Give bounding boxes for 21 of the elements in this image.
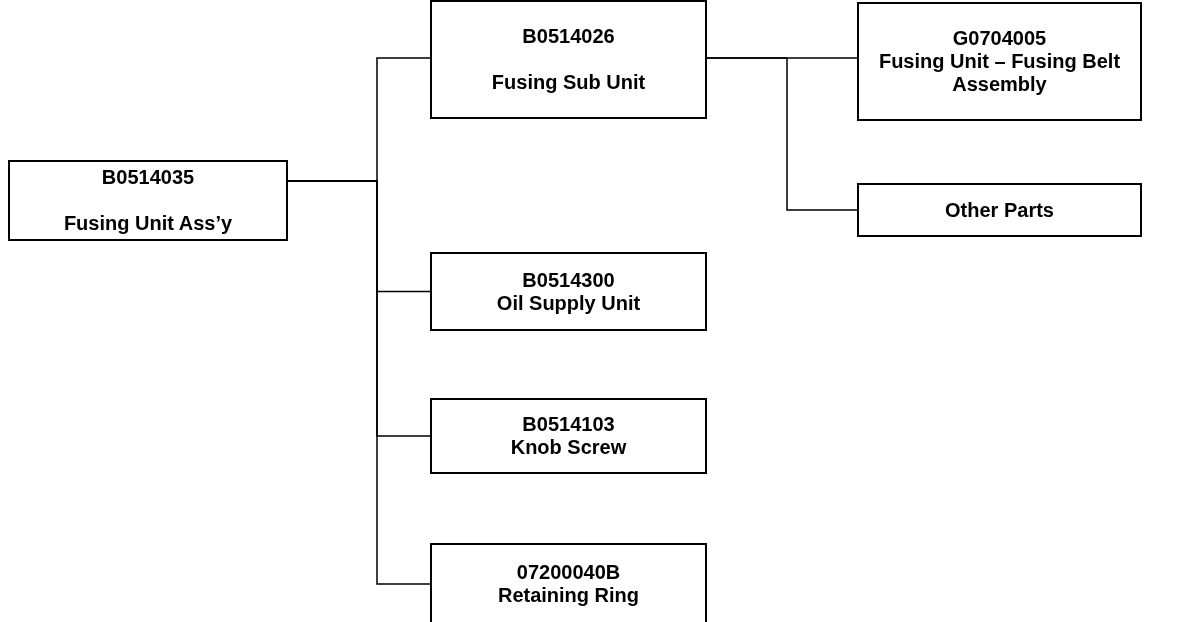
- part-box: [430, 398, 707, 474]
- part-number: B0514026: [522, 25, 615, 48]
- part-number: G0704005: [952, 27, 1047, 50]
- part-number: B0514300: [522, 268, 615, 292]
- part-number: B0514035: [101, 166, 195, 189]
- connector-line: [706, 57, 858, 211]
- part-box: [857, 2, 1142, 121]
- part-number: 07200040B: [516, 561, 621, 584]
- part-box: [430, 252, 707, 331]
- part-box: [857, 183, 1142, 237]
- part-box: [430, 0, 707, 119]
- part-name: Fusing Sub Unit: [491, 71, 646, 94]
- part-name: Knob Screw: [510, 436, 627, 459]
- part-name: Retaining Ring: [497, 584, 640, 607]
- part-name: Other Parts: [945, 198, 1054, 222]
- part-name: Fusing Unit Ass’y: [63, 212, 233, 235]
- part-box: [8, 160, 288, 241]
- part-number: B0514103: [522, 413, 615, 436]
- part-name: Fusing Unit – Fusing Belt Assembly: [877, 50, 1122, 96]
- part-name: Oil Supply Unit: [496, 291, 641, 315]
- part-box: [430, 543, 707, 622]
